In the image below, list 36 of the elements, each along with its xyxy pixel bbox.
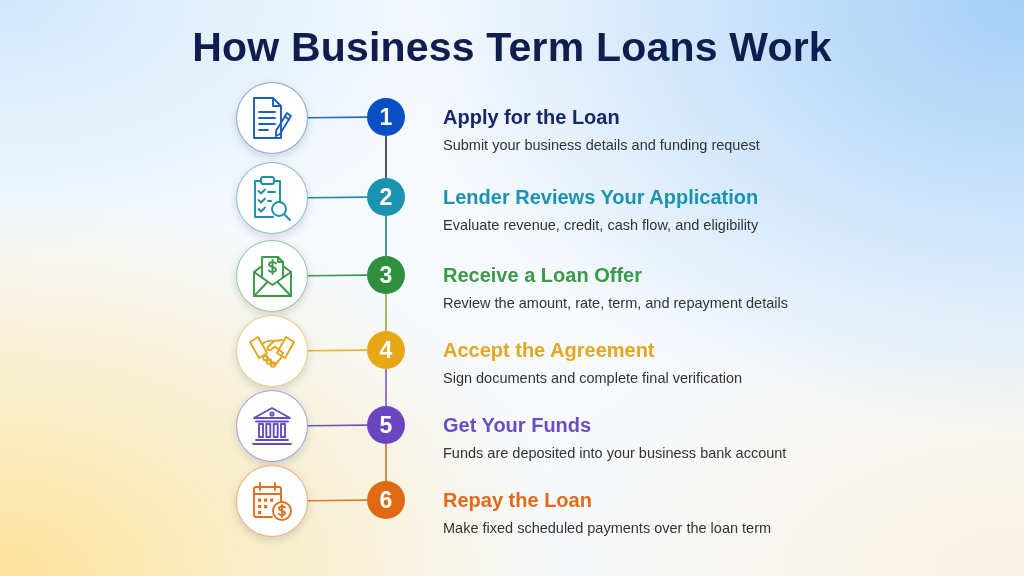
connector-line (385, 443, 387, 482)
step-description: Review the amount, rate, term, and repayment details (443, 294, 788, 312)
step-heading: Apply for the Loan (443, 105, 620, 129)
step-number: 4 (367, 331, 405, 369)
connector-line (307, 274, 368, 277)
step-heading: Receive a Loan Offer (443, 263, 642, 287)
icon-circle (236, 465, 308, 537)
step-heading: Get Your Funds (443, 413, 592, 437)
icon-circle (236, 240, 308, 312)
step-description: Sign documents and complete final verification (443, 369, 743, 387)
step-number: 5 (367, 406, 405, 444)
step-heading: Repay the Loan (443, 488, 592, 512)
step-number: 2 (367, 178, 405, 216)
step-description: Make fixed scheduled payments over the loan term (443, 519, 772, 537)
connector-line (307, 499, 368, 502)
step-number: 1 (367, 98, 405, 136)
step-description: Evaluate revenue, credit, cash flow, and eligibility (443, 216, 759, 234)
step-description: Funds are deposited into your business bank account (443, 444, 787, 462)
icon-circle (236, 390, 308, 462)
connector-line (307, 424, 368, 427)
connector-line (385, 368, 387, 407)
connector-line (385, 135, 387, 179)
connector-line (307, 349, 368, 352)
connector-line (307, 116, 368, 119)
icon-circle (236, 162, 308, 234)
title: How Business Term Loans Work (191, 23, 833, 72)
step-description: Submit your business details and funding request (443, 136, 760, 154)
connector-line (307, 196, 368, 199)
step-number: 3 (367, 256, 405, 294)
icon-circle (236, 82, 308, 154)
step-heading: Accept the Agreement (443, 338, 655, 362)
step-number: 6 (367, 481, 405, 519)
connector-line (385, 293, 387, 332)
step-heading: Lender Reviews Your Application (443, 185, 759, 209)
connector-line (385, 215, 387, 257)
icon-circle (236, 315, 308, 387)
